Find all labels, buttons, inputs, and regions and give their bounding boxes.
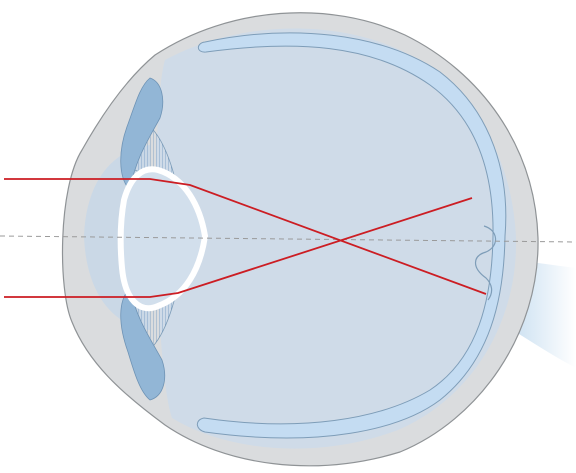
eye-diagram — [0, 0, 576, 473]
